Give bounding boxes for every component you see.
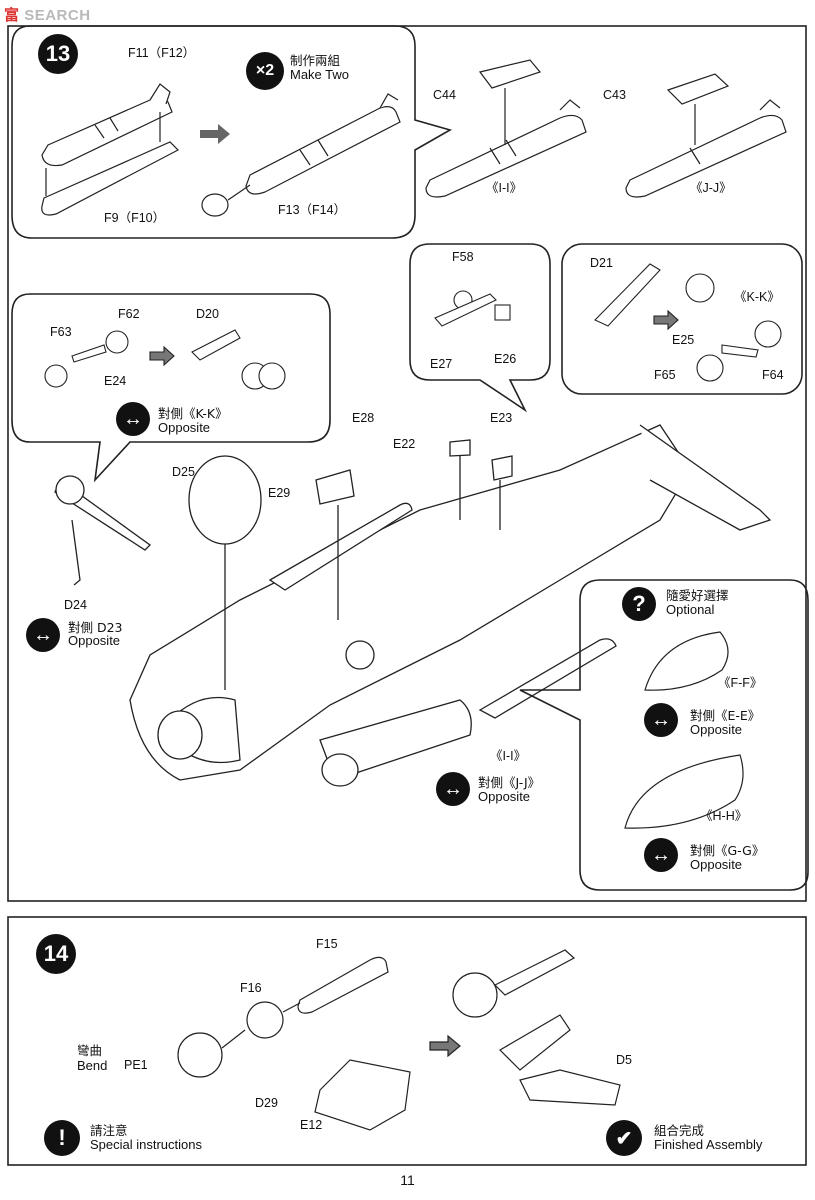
g-g-opposite-en: Opposite	[690, 857, 743, 872]
label-f58: F58	[452, 250, 474, 264]
label-i-i-main: 《I-I》	[490, 749, 527, 763]
label-f-f: 《F-F》	[718, 676, 763, 690]
bubble-k-k	[11, 293, 331, 483]
label-f9: F9（F10）	[104, 211, 166, 225]
watermark-suffix: SEARCH	[24, 7, 91, 24]
d23-opposite-en: Opposite	[68, 633, 121, 648]
label-e28: E28	[352, 411, 375, 425]
label-c43: C43	[603, 88, 626, 102]
label-f63: F63	[50, 325, 72, 339]
label-f65: F65	[654, 368, 676, 382]
double-arrow-icon: ↔	[644, 703, 678, 737]
step-arrow-1	[200, 124, 230, 144]
label-f11: F11（F12）	[128, 46, 196, 60]
label-e22: E22	[393, 437, 416, 451]
step14-frame	[7, 916, 807, 1166]
step-number-14: 14	[36, 934, 76, 974]
label-f13: F13（F14）	[278, 203, 347, 217]
label-d21: D21	[590, 256, 613, 270]
e-e-opposite-cn: 對側《E-E》	[690, 708, 761, 723]
step13-frame	[7, 25, 807, 902]
double-arrow-icon: ↔	[644, 838, 678, 872]
special-instructions-cn: 請注意	[90, 1123, 128, 1138]
watermark-prefix: 富	[4, 7, 20, 24]
label-k-k-right: 《K-K》	[734, 290, 780, 304]
optional-en: Optional	[666, 602, 715, 617]
site-watermark: 富 SEARCH	[4, 4, 91, 25]
exclamation-icon: !	[44, 1120, 80, 1156]
d21-parts-drawing	[594, 263, 782, 382]
label-d25: D25	[172, 465, 195, 479]
e-e-opposite-en: Opposite	[690, 722, 743, 737]
label-c44: C44	[433, 88, 456, 102]
j-j-opposite-en: Opposite	[478, 789, 531, 804]
checkmark-icon: ✔	[606, 1120, 642, 1156]
finished-assembly-en: Finished Assembly	[654, 1137, 763, 1152]
make-two-badge: ×2	[246, 52, 284, 90]
label-e12: E12	[300, 1118, 323, 1132]
label-e23: E23	[490, 411, 513, 425]
helicopter-drawing	[54, 424, 772, 787]
missile-f11-drawing	[41, 83, 180, 216]
bubble-optional	[519, 579, 809, 891]
bend-en: Bend	[77, 1058, 108, 1073]
optional-tanks-drawing	[624, 631, 744, 829]
label-h-h: 《H-H》	[700, 809, 748, 823]
f58-parts-drawing	[434, 290, 511, 327]
question-icon: ?	[622, 587, 656, 621]
double-arrow-icon: ↔	[436, 772, 470, 806]
k-k-opposite-cn: 對側《K-K》	[158, 406, 228, 421]
label-e24: E24	[104, 374, 127, 388]
k-k-opposite-en: Opposite	[158, 420, 211, 435]
label-d24: D24	[64, 598, 87, 612]
bubble-f58	[409, 243, 551, 413]
make-two-cn: 制作兩組	[290, 53, 341, 68]
double-arrow-icon: ↔	[116, 402, 150, 436]
label-pe1: PE1	[124, 1058, 148, 1072]
bubble-make-two	[11, 25, 453, 239]
k-k-parts-drawing	[44, 329, 286, 390]
missile-c44-drawing	[425, 59, 587, 198]
label-i-i-top: 《I-I》	[486, 181, 523, 195]
label-f64: F64	[762, 368, 784, 382]
special-instructions-en: Special instructions	[90, 1137, 202, 1152]
bubble-d21	[561, 243, 803, 395]
label-f62: F62	[118, 307, 140, 321]
finished-assembly-cn: 組合完成	[654, 1123, 705, 1138]
label-e27: E27	[430, 357, 453, 371]
missile-c43-drawing	[625, 73, 787, 198]
step-number-13: 13	[38, 34, 78, 74]
label-e26: E26	[494, 352, 517, 366]
label-e25: E25	[672, 333, 695, 347]
label-f16: F16	[240, 981, 262, 995]
optional-cn: 隨愛好選擇	[666, 588, 729, 603]
double-arrow-icon: ↔	[26, 618, 60, 652]
make-two-en: Make Two	[290, 67, 350, 82]
bend-cn: 彎曲	[77, 1043, 103, 1058]
page-number: 11	[400, 1172, 415, 1188]
label-d20: D20	[196, 307, 219, 321]
g-g-opposite-cn: 對側《G-G》	[690, 843, 765, 858]
label-f15: F15	[316, 937, 338, 951]
label-j-j-top: 《J-J》	[690, 181, 732, 195]
step14-parts-drawing	[177, 949, 621, 1131]
missile-f13-drawing	[201, 93, 401, 217]
j-j-opposite-cn: 對側《J-J》	[478, 775, 541, 790]
label-e29: E29	[268, 486, 291, 500]
label-d29: D29	[255, 1096, 278, 1110]
d23-opposite-cn: 對側 D23	[68, 620, 123, 635]
label-d5: D5	[616, 1053, 632, 1067]
